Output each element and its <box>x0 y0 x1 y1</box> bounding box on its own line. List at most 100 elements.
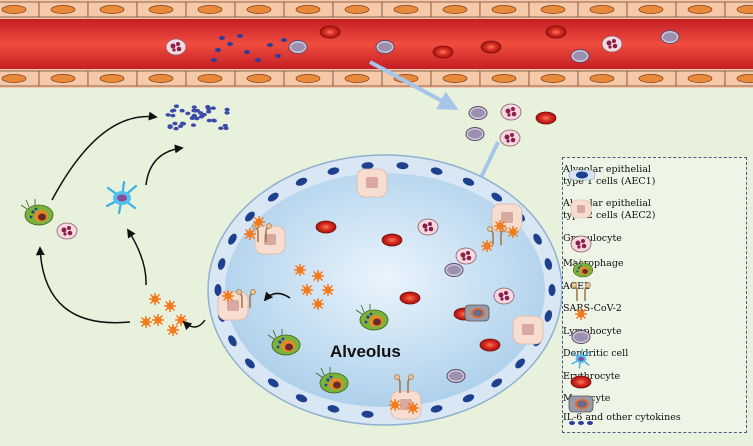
legend-item-erythrocyte: Erythrocyte <box>563 371 748 389</box>
pathway-arrows <box>35 111 291 331</box>
cytokine <box>167 125 173 130</box>
migrating-cells <box>465 103 557 147</box>
ace2-icon <box>570 281 592 302</box>
aec1-nucleus <box>462 177 475 186</box>
endothelial-nucleus <box>638 74 664 83</box>
endothelial-nucleus <box>295 74 321 83</box>
endothelial-nucleus <box>1 5 27 14</box>
granulocyte <box>56 222 78 240</box>
lymphocyte <box>446 369 466 383</box>
erythrocyte <box>315 220 337 234</box>
aec1-nucleus <box>267 192 279 202</box>
vessel-cells <box>165 25 680 63</box>
erythrocyte <box>432 45 454 59</box>
cytokine <box>206 118 212 123</box>
cytokine <box>173 104 180 109</box>
dendritic-cell <box>105 180 138 215</box>
granulocyte <box>499 129 521 147</box>
erythrocyte-icon <box>570 375 592 389</box>
aec1-nucleus <box>245 211 255 222</box>
legend-label: Erythrocyte <box>563 371 621 382</box>
legend-label: ACE2 <box>563 281 591 292</box>
cytokine <box>190 123 197 127</box>
legend-label: Dendritic cell <box>563 348 629 359</box>
endothelial-nucleus <box>197 5 223 14</box>
cytokine <box>192 108 199 113</box>
cytokine <box>170 113 176 118</box>
aec1-icon <box>568 169 596 181</box>
aec1-nucleus <box>327 167 340 175</box>
lymphocyte-icon <box>571 330 591 344</box>
cytokine <box>222 123 228 128</box>
lymphocyte <box>465 127 485 141</box>
aec1-nucleus <box>295 394 308 403</box>
legend-item-cytokine: IL-6 and other cytokines <box>563 412 748 425</box>
erythrocyte <box>535 111 557 125</box>
monocyte <box>464 304 490 322</box>
aec1-nucleus <box>214 284 222 296</box>
endothelial-nucleus <box>540 5 566 14</box>
legend-item-monocyte: Monocyte <box>563 393 748 413</box>
virus-icon <box>574 307 588 321</box>
endothelial-nucleus <box>687 74 713 83</box>
cytokine <box>179 108 185 113</box>
endothelial-nucleus <box>148 5 174 14</box>
legend: Alveolar epithelial type 1 cells (AEC1) … <box>562 157 747 433</box>
aec1-ring <box>214 162 556 418</box>
legend-label: SARS-CoV-2 <box>563 303 622 314</box>
aec2-icon <box>570 199 592 219</box>
lymphocyte <box>375 40 395 54</box>
granulocyte <box>493 287 515 305</box>
endothelial-nucleus <box>393 5 419 14</box>
cytokine <box>218 126 224 131</box>
dendritic-icon <box>571 348 591 369</box>
aec1-nucleus <box>544 258 553 270</box>
aec1-nucleus <box>430 405 443 413</box>
cytokine <box>179 121 186 126</box>
aec1-nucleus <box>491 192 503 202</box>
lymphocyte <box>570 49 590 63</box>
endothelial-nucleus <box>344 5 370 14</box>
aec2-cell <box>356 168 388 198</box>
cytokine <box>206 106 212 111</box>
aec1-nucleus <box>217 258 226 270</box>
erythrocyte <box>545 25 567 39</box>
granulocyte <box>417 218 439 236</box>
endothelial-nucleus <box>442 74 468 83</box>
endothelial-nucleus <box>442 5 468 14</box>
endothelial-nucleus <box>1 74 27 83</box>
endothelial-nucleus <box>50 74 76 83</box>
aec1-nucleus <box>295 177 308 186</box>
endothelial-nucleus <box>197 74 223 83</box>
legend-item-granulocyte: Granulocyte <box>563 233 748 253</box>
legend-label: Granulocyte <box>563 233 622 244</box>
aec1-nucleus <box>228 335 237 347</box>
endothelial-nucleus <box>687 5 713 14</box>
aec1-nucleus <box>544 310 553 322</box>
aec1-nucleus <box>361 410 374 418</box>
legend-label: IL-6 and other cytokines <box>563 412 681 423</box>
lymphocyte <box>660 30 680 44</box>
endothelial-nucleus <box>736 5 753 14</box>
cytokine <box>224 107 230 112</box>
vessel-wall-bottom <box>0 70 753 87</box>
aec1-nucleus <box>533 233 542 245</box>
cytokine-cloud <box>165 104 230 131</box>
endothelial-nucleus <box>589 74 615 83</box>
endothelial-nucleus <box>736 74 753 83</box>
aec1-nucleus <box>548 284 556 296</box>
cytokine <box>210 106 216 110</box>
lymphocyte <box>468 106 488 120</box>
erythrocyte <box>381 233 403 247</box>
aec1-nucleus <box>361 162 374 170</box>
legend-label: Alveolar epithelial type 1 cells (AEC1) <box>563 164 656 187</box>
aec1-nucleus <box>491 378 503 388</box>
cytokine <box>191 105 197 109</box>
endothelial-nucleus <box>638 5 664 14</box>
aec1-nucleus <box>430 167 443 175</box>
legend-item-aec2: Alveolar epithelial type 2 cells (AEC2) <box>563 198 748 222</box>
legend-item-lymphocyte: Lymphocyte <box>563 326 748 344</box>
aec1-nucleus <box>267 378 279 388</box>
legend-item-aec1: Alveolar epithelial type 1 cells (AEC1) <box>563 164 748 188</box>
